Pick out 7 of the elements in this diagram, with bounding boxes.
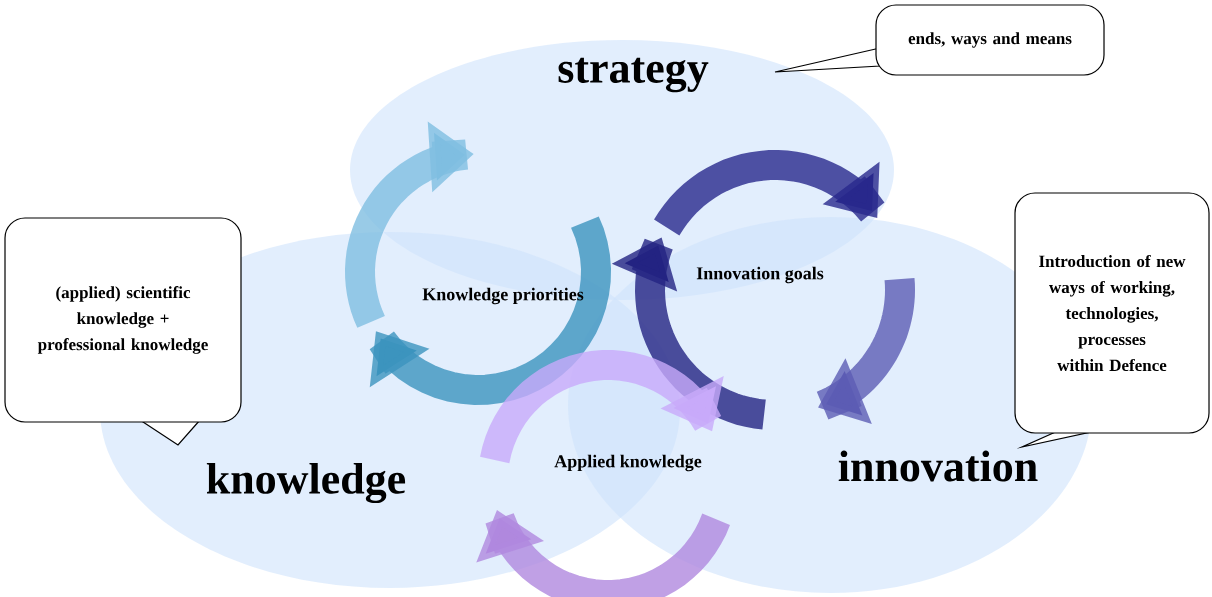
text-label: Innovation goals	[696, 266, 824, 284]
text-label: Knowledge priorities	[422, 287, 584, 305]
speech-bubble: ends, ways and means	[774, 4, 1105, 76]
text-label: Applied knowledge	[554, 454, 702, 472]
speech-bubble: (applied) scientific knowledge + professional knowledge	[4, 217, 242, 446]
node-label: Introduction of new ways of working, technologies, processes within Defence	[1039, 254, 1186, 372]
speech-bubble: Introduction of new ways of working, technologies, processes within Defence	[1014, 192, 1210, 449]
